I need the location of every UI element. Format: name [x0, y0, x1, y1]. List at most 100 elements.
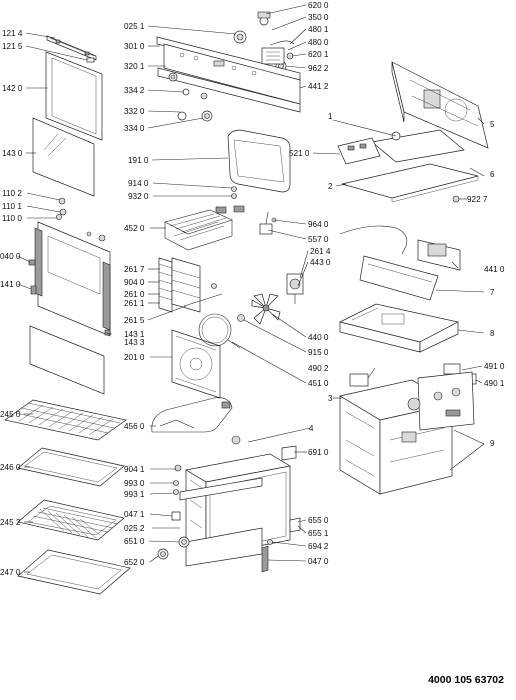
part-label: 040 0: [0, 252, 21, 261]
fan-blade: [251, 293, 281, 325]
callout-numbers: 1 2 3 4 5 6 7 8 9: [309, 112, 495, 448]
part-label: 557 0: [308, 235, 329, 244]
cavity-frame: [179, 477, 263, 567]
cooling-duct-rod: [339, 225, 408, 255]
convection-fan-cover: [171, 329, 221, 399]
part-label: 993 1: [124, 490, 145, 499]
part-label: 110 2: [2, 189, 22, 198]
lamp-parts: [157, 435, 241, 560]
part-label: 245 0: [0, 410, 21, 419]
control-board: [337, 137, 381, 165]
part-label: 441 2: [308, 82, 329, 91]
part-label: 261 1: [124, 299, 145, 308]
fan-motor: [286, 273, 304, 304]
part-label: 141 0: [0, 280, 21, 289]
part-label: 320 1: [124, 62, 145, 71]
rear-top-panel: [391, 61, 489, 149]
circular-heating-element: [198, 313, 241, 349]
part-label: 121 5: [2, 42, 23, 51]
part-label: 301 0: [124, 42, 145, 51]
callout-4: 4: [309, 424, 314, 433]
part-label: 655 1: [308, 529, 329, 538]
part-label: 480 1: [308, 25, 329, 34]
part-label: 521 0: [289, 149, 310, 158]
rear-plate: [417, 371, 475, 431]
part-label: 993 0: [124, 479, 145, 488]
callout-7: 7: [490, 288, 495, 297]
part-label: 143 1: [124, 330, 145, 339]
part-label: 914 0: [128, 179, 149, 188]
door-handle-pieces: [28, 259, 111, 336]
part-label: 261 4: [310, 247, 331, 256]
heating-element: [164, 206, 233, 251]
callout-3: 3: [328, 394, 333, 403]
part-label: 110 0: [2, 214, 22, 223]
part-label: 651 0: [124, 537, 145, 546]
part-label: 110 1: [2, 202, 22, 211]
part-label: 201 0: [124, 353, 145, 362]
part-label: 620 0: [308, 1, 329, 10]
base-tray: [338, 303, 460, 353]
part-label: 964 0: [308, 220, 329, 229]
part-label: 025 1: [124, 22, 145, 31]
part-label: 443 0: [310, 258, 331, 267]
part-label: 691 0: [308, 448, 329, 457]
part-label: 452 0: [124, 224, 145, 233]
callout-1: 1: [328, 112, 333, 121]
part-label: 904 0: [124, 278, 145, 287]
part-label: 247 0: [0, 568, 21, 577]
callout-5: 5: [490, 120, 495, 129]
part-label: 334 0: [124, 124, 145, 133]
part-label: 334 2: [124, 86, 145, 95]
shelf-support-left: [158, 257, 223, 313]
door-screws: [56, 197, 106, 242]
part-label: 261 5: [124, 316, 145, 325]
part-label: 620 1: [308, 50, 329, 59]
wire-shelf-rack: [4, 399, 127, 441]
deep-tray: [17, 549, 131, 595]
part-label: 932 0: [128, 192, 149, 201]
leader-lines: [17, 4, 485, 573]
air-deflector: [359, 255, 439, 301]
part-label: 491 0: [484, 362, 505, 371]
callout-6: 6: [490, 170, 495, 179]
part-label: 191 0: [128, 156, 149, 165]
part-label: 246 0: [0, 463, 21, 472]
callout-8: 8: [490, 329, 495, 338]
part-label: 441 0: [484, 265, 505, 274]
part-label: 652 0: [124, 558, 145, 567]
outer-door-glass: [45, 51, 103, 141]
part-label: 904 1: [124, 465, 145, 474]
part-label: 456 0: [124, 422, 145, 431]
baking-tray: [17, 447, 125, 487]
fan-nut: [237, 314, 245, 322]
part-label: 490 2: [308, 364, 329, 373]
part-label: 332 0: [124, 107, 145, 116]
part-label: 142 0: [2, 84, 23, 93]
door-lock-latch: [261, 445, 301, 573]
door-hinge-small: [86, 57, 95, 63]
part-label: 025 2: [124, 524, 145, 533]
door-seal-gasket: [227, 129, 291, 193]
part-label: 922 7: [467, 195, 488, 204]
part-label: 440 0: [308, 333, 329, 342]
diagram-reference-number: 4000 105 63702: [428, 674, 504, 686]
fixing-screws: [231, 186, 245, 213]
part-label: 962 2: [308, 64, 329, 73]
cooling-fan: [417, 239, 461, 271]
callout-9: 9: [490, 439, 495, 448]
callout-2: 2: [328, 182, 333, 191]
inner-door-glass: [32, 117, 95, 197]
part-label: 121 4: [2, 29, 23, 38]
part-label: 261 7: [124, 265, 145, 274]
part-label: 451 0: [308, 379, 329, 388]
door-frame: [34, 221, 111, 337]
thermostat-sensor: [259, 211, 277, 235]
part-label: 047 0: [308, 557, 329, 566]
part-label: 261 0: [124, 290, 145, 299]
grill-tray-mesh: [17, 499, 125, 541]
part-label: 245 2: [0, 518, 21, 527]
part-label: 694 2: [308, 542, 329, 551]
